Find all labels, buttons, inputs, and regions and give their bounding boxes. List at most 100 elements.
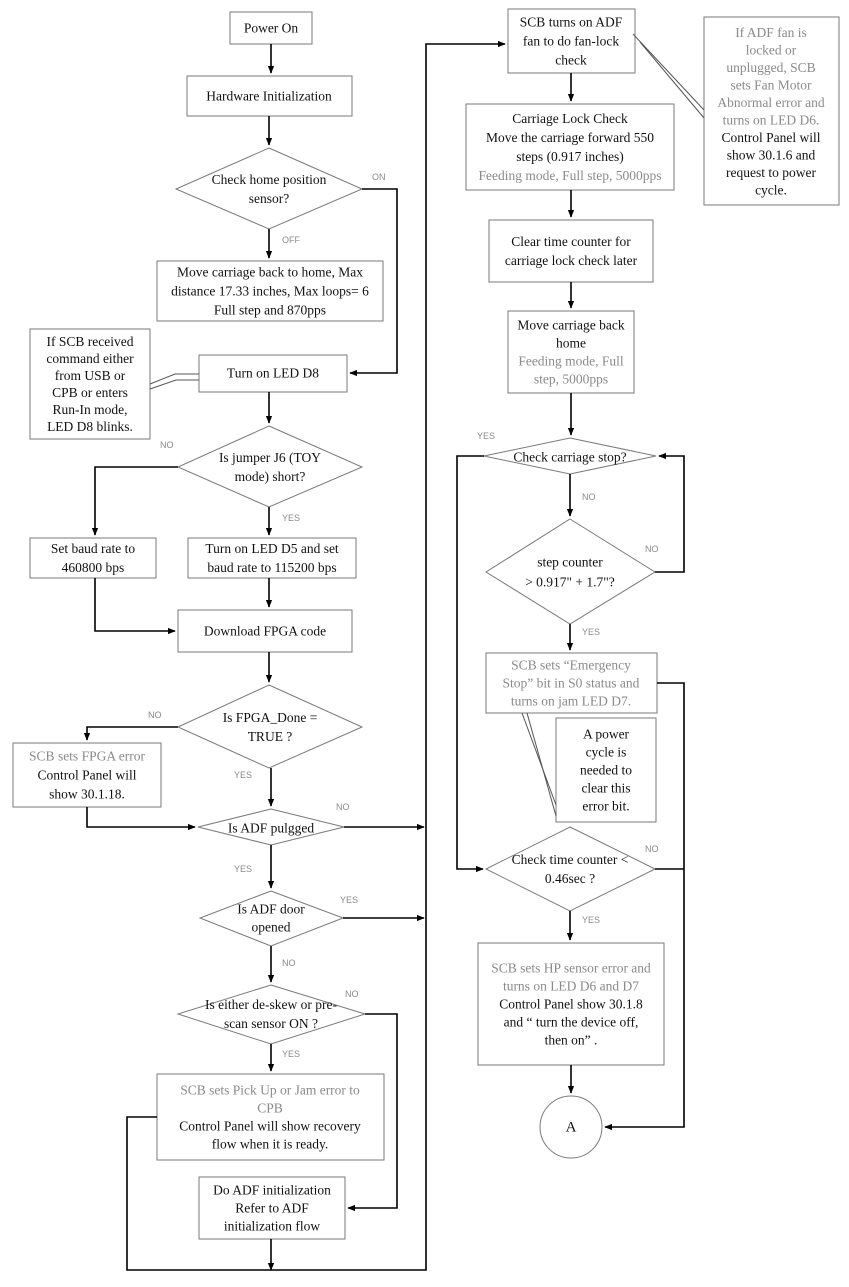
text-line: request to power bbox=[726, 165, 816, 180]
node-text-baud-460: Set baud rate to 460800 bps bbox=[51, 541, 136, 575]
label-fpga-no: NO bbox=[148, 710, 162, 720]
label-jumper-yes: YES bbox=[282, 513, 300, 523]
text-line: turns on LED D6 and D7 bbox=[503, 979, 639, 994]
node-text-fan-note: If ADF fan is locked or unplugged, SCB sets… bbox=[717, 25, 824, 198]
node-text-connector-a: A bbox=[566, 1120, 577, 1136]
text-line: Check time counter < bbox=[512, 852, 629, 867]
text-line: SCB sets HP sensor error and bbox=[491, 961, 651, 976]
text-line: Control Panel will show recovery bbox=[179, 1119, 361, 1134]
text-line: Is FPGA_Done = bbox=[223, 710, 318, 725]
text-line: turns on jam LED D7. bbox=[511, 694, 631, 709]
node-text-hw-init: Hardware Initialization bbox=[206, 89, 332, 104]
text-line: Feeding mode, Full step, 5000pps bbox=[479, 168, 662, 183]
text-line: Control Panel will bbox=[38, 768, 137, 783]
decision-deskew-sensor: Is either de-skew or pre-scan sensor ON … bbox=[176, 984, 367, 1045]
label-deskew-yes: YES bbox=[282, 1049, 300, 1059]
text-line: > 0.917" + 1.7"? bbox=[525, 575, 615, 590]
text-line: 0.46sec ? bbox=[545, 871, 595, 886]
text-line: Check home position bbox=[212, 172, 327, 187]
text-line: Is either de-skew or pre- bbox=[205, 997, 337, 1012]
text-line: command either bbox=[46, 351, 134, 366]
node-text-check-home: Check home position sensor? bbox=[212, 172, 327, 206]
label-jumper-no: NO bbox=[160, 440, 174, 450]
text-line: unplugged, SCB bbox=[726, 60, 815, 75]
label-home-on: ON bbox=[372, 172, 386, 182]
text-line: steps (0.917 inches) bbox=[516, 149, 624, 164]
node-text-time-counter: Check time counter < 0.46sec ? bbox=[512, 852, 629, 886]
node-text-power-on: Power On bbox=[244, 21, 299, 36]
text-line: SCB turns on ADF bbox=[520, 15, 623, 30]
text-line: TRUE ? bbox=[248, 729, 293, 744]
text-line: show 30.1.6 and bbox=[727, 147, 816, 162]
text-line: Move the carriage forward 550 bbox=[486, 130, 654, 145]
text-line: If ADF fan is bbox=[735, 25, 807, 40]
text-line: sensor? bbox=[249, 191, 290, 206]
node-text-deskew: Is either de-skew or pre-scan sensor ON … bbox=[205, 997, 337, 1031]
label-step-no: NO bbox=[645, 544, 659, 554]
text-line: fan to do fan-lock bbox=[523, 34, 620, 49]
text-line: needed to bbox=[580, 763, 632, 778]
text-line: LED D8 blinks. bbox=[47, 419, 133, 434]
note-led-d8-blinks: If SCB received command either from USB or… bbox=[29, 328, 151, 440]
text-line: 460800 bps bbox=[62, 560, 125, 575]
text-line: Full step and 870pps bbox=[214, 303, 326, 318]
text-line: Check carriage stop? bbox=[513, 450, 626, 465]
label-stop-no: NO bbox=[582, 492, 596, 502]
text-line: Control Panel show 30.1.8 bbox=[499, 997, 643, 1012]
text-line: Control Panel will bbox=[722, 130, 821, 145]
label-time-no: NO bbox=[645, 844, 659, 854]
label-door-yes: YES bbox=[340, 895, 358, 905]
text-line: CPB or enters bbox=[52, 385, 128, 400]
node-text-fpga-done: Is FPGA_Done = TRUE ? bbox=[223, 710, 318, 744]
note-fan-error: If ADF fan is locked or unplugged, SCB sets… bbox=[703, 16, 840, 206]
label-time-yes: YES bbox=[582, 915, 600, 925]
text-line: baud rate to 115200 bps bbox=[207, 560, 336, 575]
text-line: cycle is bbox=[586, 745, 627, 760]
node-text-adf-plug: Is ADF pulgged bbox=[228, 821, 315, 836]
label-step-yes: YES bbox=[582, 627, 600, 637]
text-line: Feeding mode, Full bbox=[518, 354, 624, 369]
text-line: Is jumper J6 (TOY bbox=[219, 450, 321, 465]
text-line: CPB bbox=[257, 1101, 283, 1116]
text-line: locked or bbox=[746, 42, 797, 57]
text-line: A bbox=[566, 1120, 577, 1136]
text-line: Power On bbox=[244, 21, 299, 36]
node-text-fpga-dl: Download FPGA code bbox=[204, 624, 326, 639]
node-turn-on-led-d8: Turn on LED D8 bbox=[198, 354, 348, 393]
text-line: show 30.1.18. bbox=[49, 787, 125, 802]
text-line: Download FPGA code bbox=[204, 624, 326, 639]
text-line: turns on LED D6. bbox=[723, 112, 820, 127]
text-line: cycle. bbox=[755, 182, 787, 197]
text-line: sets Fan Motor bbox=[731, 77, 813, 92]
text-line: Move carriage back bbox=[517, 318, 624, 333]
text-line: step, 5000pps bbox=[534, 372, 608, 387]
text-line: Do ADF initialization bbox=[213, 1183, 331, 1198]
label-plug-no: NO bbox=[336, 802, 350, 812]
node-text-hp-err: SCB sets HP sensor error and turns on LED… bbox=[491, 961, 651, 1048]
text-line: If SCB received bbox=[47, 334, 134, 349]
text-line: Abnormal error and bbox=[717, 95, 824, 110]
text-line: clear this bbox=[581, 781, 630, 796]
decision-carriage-stop: Check carriage stop? bbox=[483, 437, 657, 475]
text-line: from USB or bbox=[55, 368, 126, 383]
text-line: Set baud rate to bbox=[51, 541, 136, 556]
